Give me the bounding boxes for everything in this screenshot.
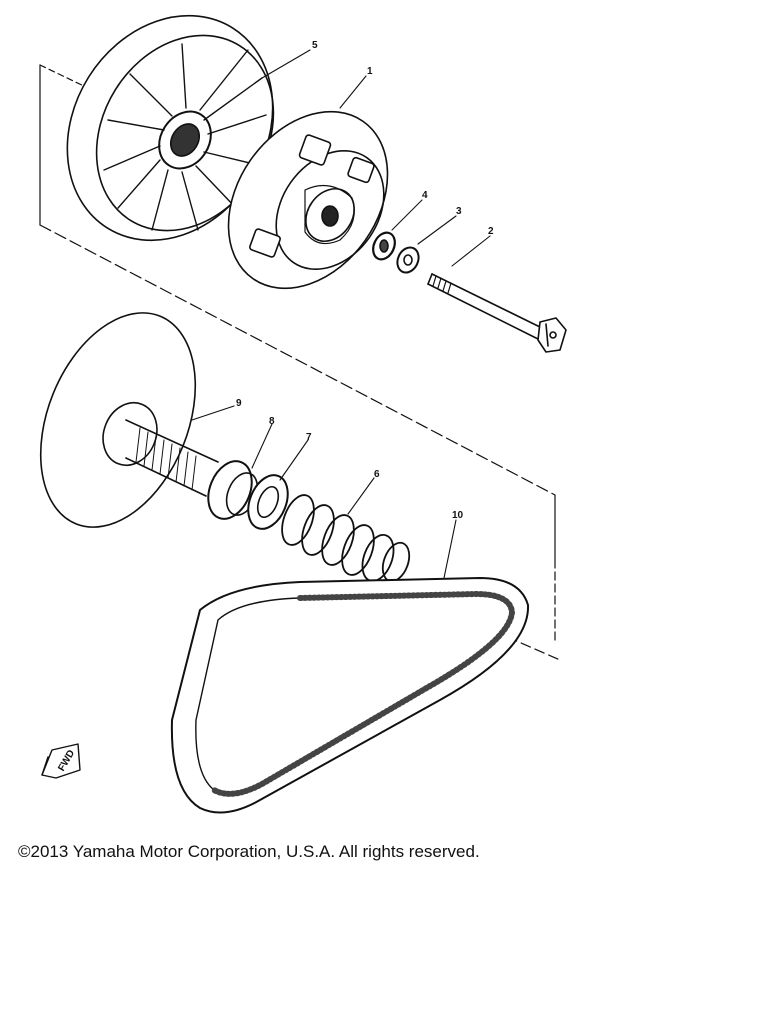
callout-8: 8 [269,416,275,427]
washer-part-3 [396,246,420,274]
copyright-notice: ©2013 Yamaha Motor Corporation, U.S.A. A… [18,842,480,861]
callout-9: 9 [236,398,242,409]
callout-5: 5 [312,40,318,51]
callout-3: 3 [456,206,462,217]
callout-4: 4 [422,190,428,201]
callout-7: 7 [306,432,312,443]
callouts: 5 1 4 3 2 9 8 7 6 10 [236,40,494,521]
forward-arrow-icon: FWD [41,743,81,779]
spring-part-6 [281,494,411,583]
bolt-part-2 [427,273,567,353]
fixed-sheave-part-5 [66,14,275,242]
callout-6: 6 [374,469,380,480]
movable-sheave-part-1 [227,110,389,290]
spring-seat-part-7 [247,474,289,530]
washer-part-4 [372,231,396,261]
exploded-parts-diagram: FWD 5 1 4 3 2 9 8 7 6 10 [39,14,567,814]
collar-part-8 [207,460,259,520]
sheave-part-9 [39,312,219,528]
drive-belt-part-10 [170,577,530,814]
callout-10: 10 [452,510,464,521]
callout-1: 1 [367,66,373,77]
leader-lines [191,49,491,579]
callout-2: 2 [488,226,494,237]
